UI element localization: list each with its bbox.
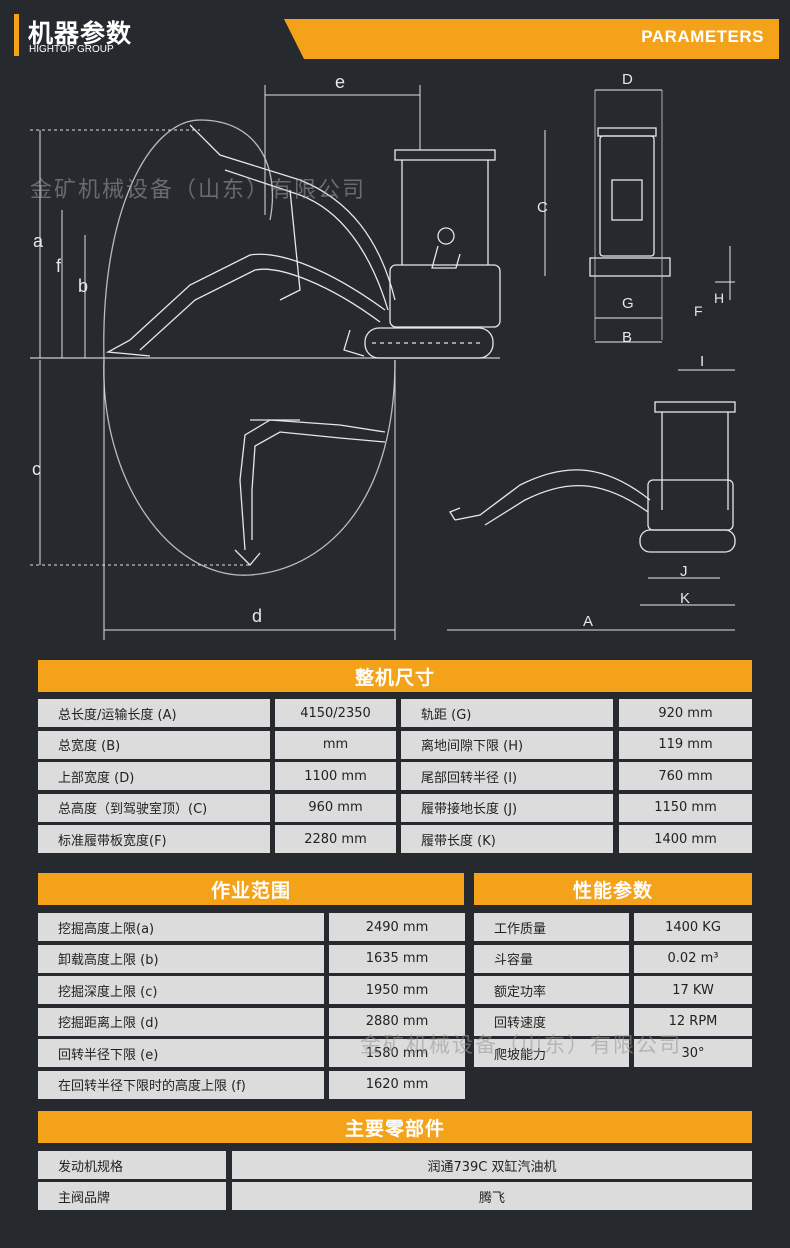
label-B: B	[622, 329, 632, 346]
parameters-banner	[284, 19, 779, 59]
label-H: H	[714, 290, 724, 306]
rear-view-machine	[449, 369, 736, 606]
table-cell-value: 17 KW	[634, 976, 752, 1004]
table-cell-label: 爬坡能力	[474, 1039, 629, 1067]
table-cell-label: 尾部回转半径 (I)	[401, 762, 613, 790]
table-cell-value: 1150 mm	[619, 793, 752, 822]
table-cell-value: 1635 mm	[329, 944, 465, 973]
table-cell-label: 离地间隙下限 (H)	[401, 730, 613, 759]
excavator-dimension-diagram: a f b c e d D C G B H F I J K A	[30, 71, 736, 640]
label-D: D	[622, 71, 633, 88]
side-view-machine	[30, 119, 501, 576]
table-cell-label: 回转速度	[474, 1007, 629, 1036]
table-cell-value: 920 mm	[619, 699, 752, 727]
table-cell-label: 发动机规格	[38, 1151, 226, 1179]
table-cell-value: 1400 mm	[619, 825, 752, 853]
table-cell-label: 斗容量	[474, 944, 629, 973]
table-cell-value: 0.02 m³	[634, 944, 752, 973]
label-K: K	[680, 590, 690, 607]
page-title: 机器参数	[28, 19, 133, 48]
table-cell-label: 工作质量	[474, 913, 629, 941]
table-cell-label: 主阀品牌	[38, 1182, 226, 1210]
watermark-bottom: 金矿机械设备（山东）有限公司	[360, 1033, 682, 1057]
label-b: b	[78, 276, 88, 296]
label-c: c	[32, 459, 41, 479]
table-cell-value: 1100 mm	[275, 762, 396, 790]
company-subtitle: HIGHTOP GROUP	[29, 44, 114, 55]
table-cell-label: 总宽度 (B)	[38, 730, 270, 759]
dimensions-title: 整机尺寸	[38, 660, 752, 692]
table-cell-label: 上部宽度 (D)	[38, 762, 270, 790]
parameters-label: PARAMETERS	[641, 27, 764, 46]
label-I: I	[700, 353, 704, 370]
label-d: d	[252, 606, 262, 626]
table-cell-label: 回转半径下限 (e)	[38, 1039, 324, 1067]
table-cell-label: 履带长度 (K)	[401, 825, 613, 853]
table-cell-value: 1400 KG	[634, 913, 752, 941]
table-cell-label: 总高度（到驾驶室顶）(C)	[38, 793, 270, 822]
label-F: F	[694, 303, 703, 319]
header-accent-bar	[14, 14, 19, 56]
table-cell-value: 润通739C 双缸汽油机	[232, 1151, 752, 1179]
label-a: a	[33, 231, 44, 251]
table-cell-value: 2880 mm	[329, 1007, 465, 1036]
label-f: f	[56, 256, 62, 276]
table-cell-value: 1620 mm	[329, 1070, 465, 1099]
table-cell-value: 12 RPM	[634, 1007, 752, 1036]
table-cell-label: 总长度/运输长度 (A)	[38, 699, 270, 727]
side-view-dimensions	[30, 85, 735, 640]
table-cell-value: 760 mm	[619, 762, 752, 790]
performance-title: 性能参数	[474, 873, 752, 905]
label-J: J	[680, 563, 688, 580]
table-cell-label: 履带接地长度 (J)	[401, 793, 613, 822]
label-G: G	[622, 295, 634, 312]
front-view-machine	[544, 89, 735, 343]
table-cell-value: 960 mm	[275, 793, 396, 822]
label-A: A	[583, 613, 593, 630]
table-cell-value: 2490 mm	[329, 913, 465, 941]
table-cell-value: 腾飞	[232, 1182, 752, 1210]
table-cell-label: 标准履带板宽度(F)	[38, 825, 270, 853]
table-cell-label: 额定功率	[474, 976, 629, 1004]
table-cell-label: 挖掘高度上限(a)	[38, 913, 324, 941]
table-cell-value: 119 mm	[619, 730, 752, 759]
table-cell-value: 1580 mm	[329, 1039, 465, 1067]
components-title: 主要零部件	[38, 1111, 752, 1143]
table-cell-label: 挖掘距离上限 (d)	[38, 1007, 324, 1036]
label-C: C	[537, 199, 548, 216]
table-cell-label: 卸载高度上限 (b)	[38, 944, 324, 973]
working-range-title: 作业范围	[38, 873, 464, 905]
table-cell-value: 30°	[634, 1039, 752, 1067]
digging-arm-illustration	[234, 419, 386, 566]
table-cell-value: 1950 mm	[329, 976, 465, 1004]
label-e: e	[335, 72, 345, 92]
table-cell-value: mm	[275, 730, 396, 759]
table-cell-label: 在回转半径下限时的高度上限 (f)	[38, 1070, 324, 1099]
watermark-top: 金矿机械设备（山东）有限公司	[30, 178, 367, 203]
table-cell-value: 4150/2350	[275, 699, 396, 727]
dimension-labels: a f b c e d D C G B H F I J K A	[32, 71, 724, 630]
table-cell-label: 轨距 (G)	[401, 699, 613, 727]
table-cell-value: 2280 mm	[275, 825, 396, 853]
table-cell-label: 挖掘深度上限 (c)	[38, 976, 324, 1004]
